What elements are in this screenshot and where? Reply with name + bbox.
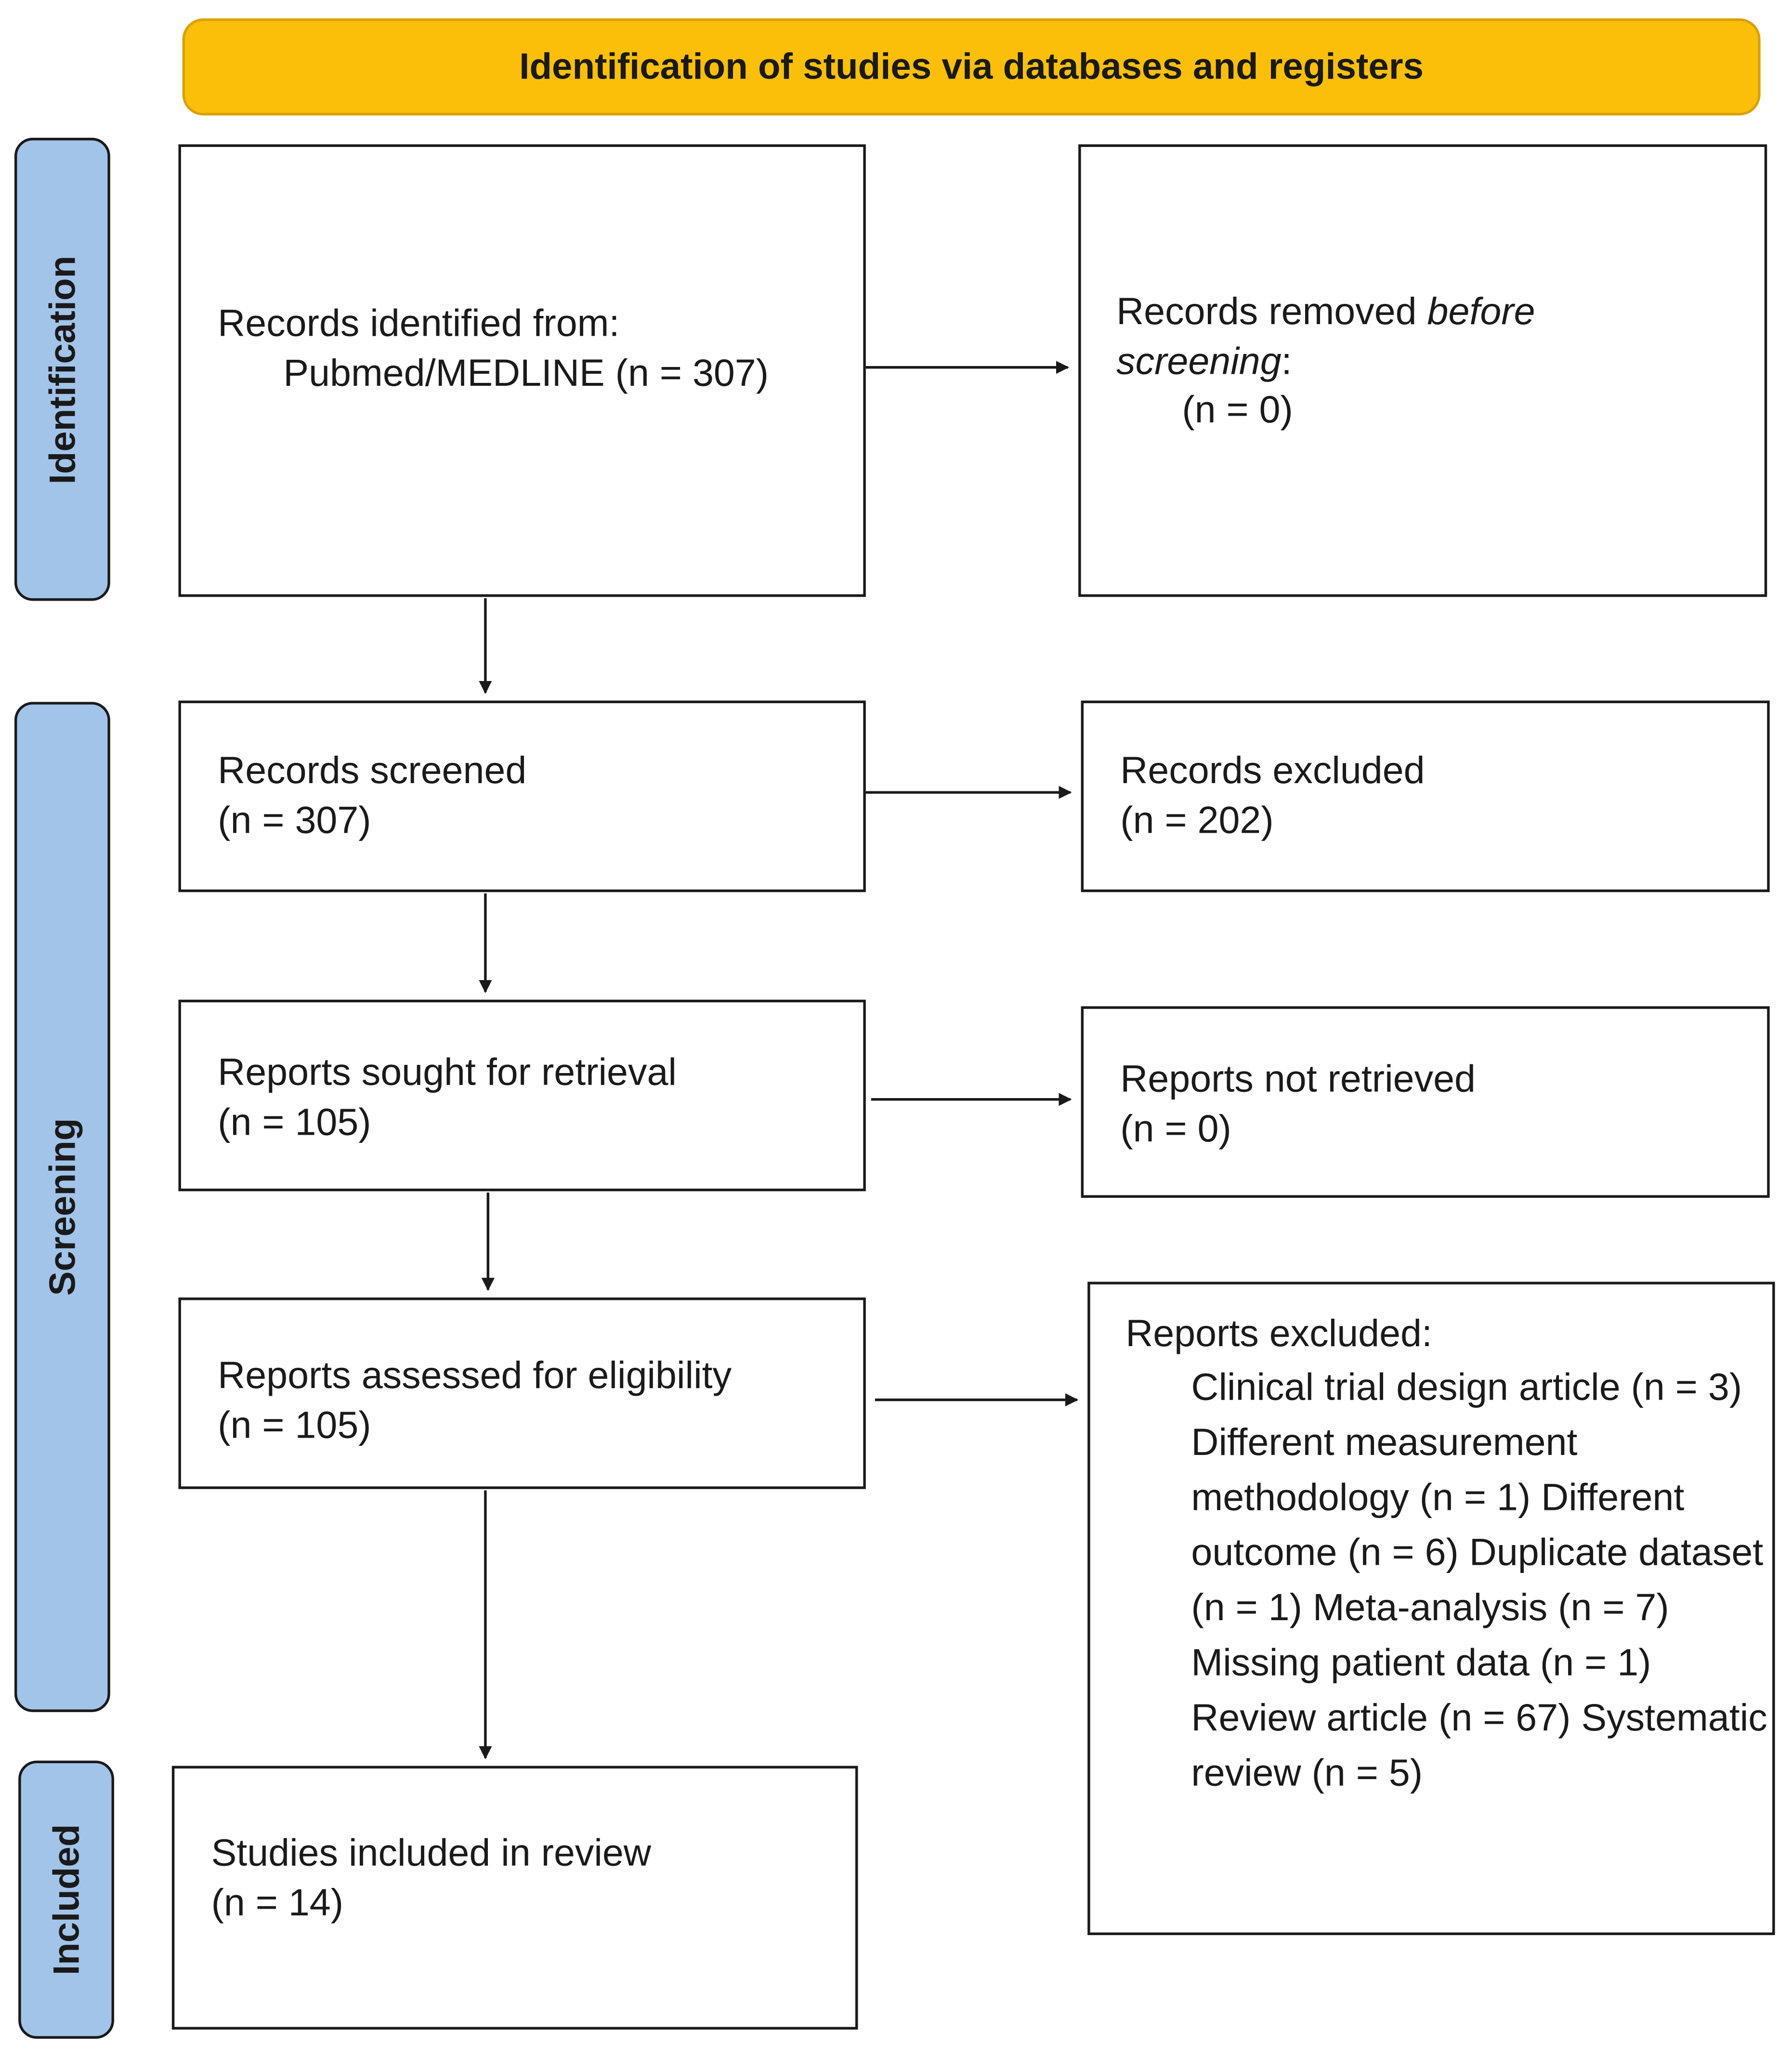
box-reports-sought: Reports sought for retrieval (n = 105) xyxy=(178,999,866,1192)
box-records-screened: Records screened (n = 307) xyxy=(178,700,866,892)
records-excluded-count: (n = 202) xyxy=(1120,799,1274,842)
box-records-removed: Records removed before screening: (n = 0) xyxy=(1078,144,1767,597)
reports-not-retrieved-label: Reports not retrieved xyxy=(1120,1059,1476,1101)
stage-screening: Screening xyxy=(14,702,110,1712)
box-records-excluded: Records excluded (n = 202) xyxy=(1081,700,1770,892)
exclusion-reasons-list: Clinical trial design article (n = 3) Di… xyxy=(1125,1360,1772,1801)
reports-not-retrieved-count: (n = 0) xyxy=(1120,1108,1231,1151)
box-reports-excluded: Reports excluded: Clinical trial design … xyxy=(1087,1282,1775,1935)
exclusion-reason: Meta-analysis (n = 7) xyxy=(1312,1587,1669,1629)
records-excluded-label: Records excluded xyxy=(1120,750,1425,793)
records-screened-label: Records screened xyxy=(218,750,527,793)
studies-included-label: Studies included in review xyxy=(211,1833,651,1875)
records-removed-colon: : xyxy=(1281,341,1292,383)
box-reports-not-retrieved: Reports not retrieved (n = 0) xyxy=(1081,1006,1770,1198)
exclusion-reason: Different measurement xyxy=(1191,1421,1578,1464)
exclusion-reason: methodology (n = 1) xyxy=(1191,1477,1531,1519)
exclusion-reason: Missing patient data (n = 1) xyxy=(1191,1642,1651,1684)
reports-assessed-count: (n = 105) xyxy=(218,1404,371,1447)
box-records-identified: Records identified from: Pubmed/MEDLINE … xyxy=(178,144,866,597)
records-screened-count: (n = 307) xyxy=(218,799,371,842)
studies-included-count: (n = 14) xyxy=(211,1882,344,1925)
reports-excluded-title: Reports excluded: xyxy=(1125,1313,1432,1355)
exclusion-reason: Clinical trial design article xyxy=(1191,1366,1621,1409)
reports-sought-label: Reports sought for retrieval xyxy=(218,1052,677,1094)
records-removed-italic-screening: screening xyxy=(1116,341,1282,383)
stage-identification: Identification xyxy=(14,138,110,601)
exclusion-reason: (n = 3) xyxy=(1631,1366,1742,1409)
reports-assessed-label: Reports assessed for eligibility xyxy=(218,1355,732,1398)
header-title: Identification of studies via databases … xyxy=(519,46,1424,87)
reports-sought-count: (n = 105) xyxy=(218,1101,371,1144)
box-reports-assessed: Reports assessed for eligibility (n = 10… xyxy=(178,1297,866,1489)
exclusion-reason: Duplicate dataset (n = 1) xyxy=(1191,1532,1764,1629)
records-identified-label: Records identified from: xyxy=(218,303,620,345)
records-removed-count: (n = 0) xyxy=(1182,390,1293,432)
records-identified-source: Pubmed/MEDLINE (n = 307) xyxy=(283,352,769,395)
box-studies-included: Studies included in review (n = 14) xyxy=(171,1766,858,2030)
records-removed-prefix: Records removed xyxy=(1116,291,1427,333)
identification-header: Identification of studies via databases … xyxy=(182,18,1761,116)
exclusion-reason: Different outcome (n = 6) xyxy=(1191,1477,1685,1574)
exclusion-reason: Systematic review (n = 5) xyxy=(1191,1697,1767,1795)
records-removed-label: Records removed before screening: xyxy=(1116,288,1765,387)
records-removed-italic-before: before xyxy=(1427,291,1535,333)
stage-included: Included xyxy=(18,1760,114,2039)
exclusion-reason: Review article (n = 67) xyxy=(1191,1697,1571,1740)
